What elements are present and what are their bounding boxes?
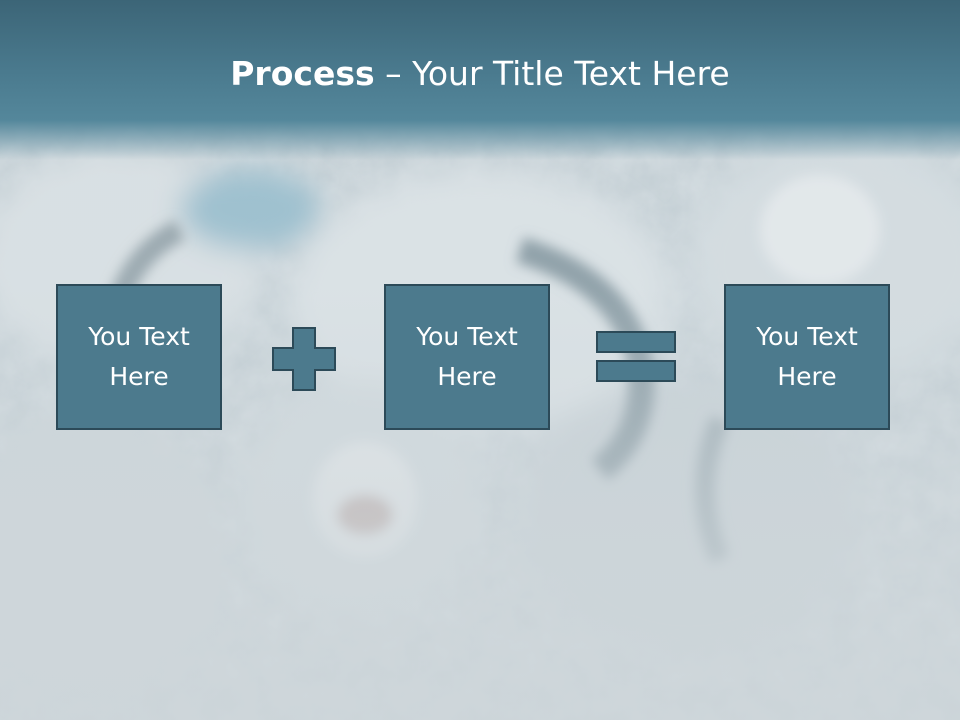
process-box-1[interactable]: You Text Here	[56, 284, 222, 430]
process-box-3-label: You Text Here	[756, 322, 858, 391]
slide-title: Process – Your Title Text Here	[0, 52, 960, 96]
title-bar	[0, 0, 960, 160]
title-bold-part: Process	[230, 54, 375, 93]
equals-icon	[596, 331, 676, 382]
process-box-3[interactable]: You Text Here	[724, 284, 890, 430]
plus-icon	[272, 327, 336, 391]
process-box-2-label: You Text Here	[416, 322, 518, 391]
process-box-1-label: You Text Here	[88, 322, 190, 391]
title-rest-part: – Your Title Text Here	[374, 54, 730, 93]
process-box-2[interactable]: You Text Here	[384, 284, 550, 430]
